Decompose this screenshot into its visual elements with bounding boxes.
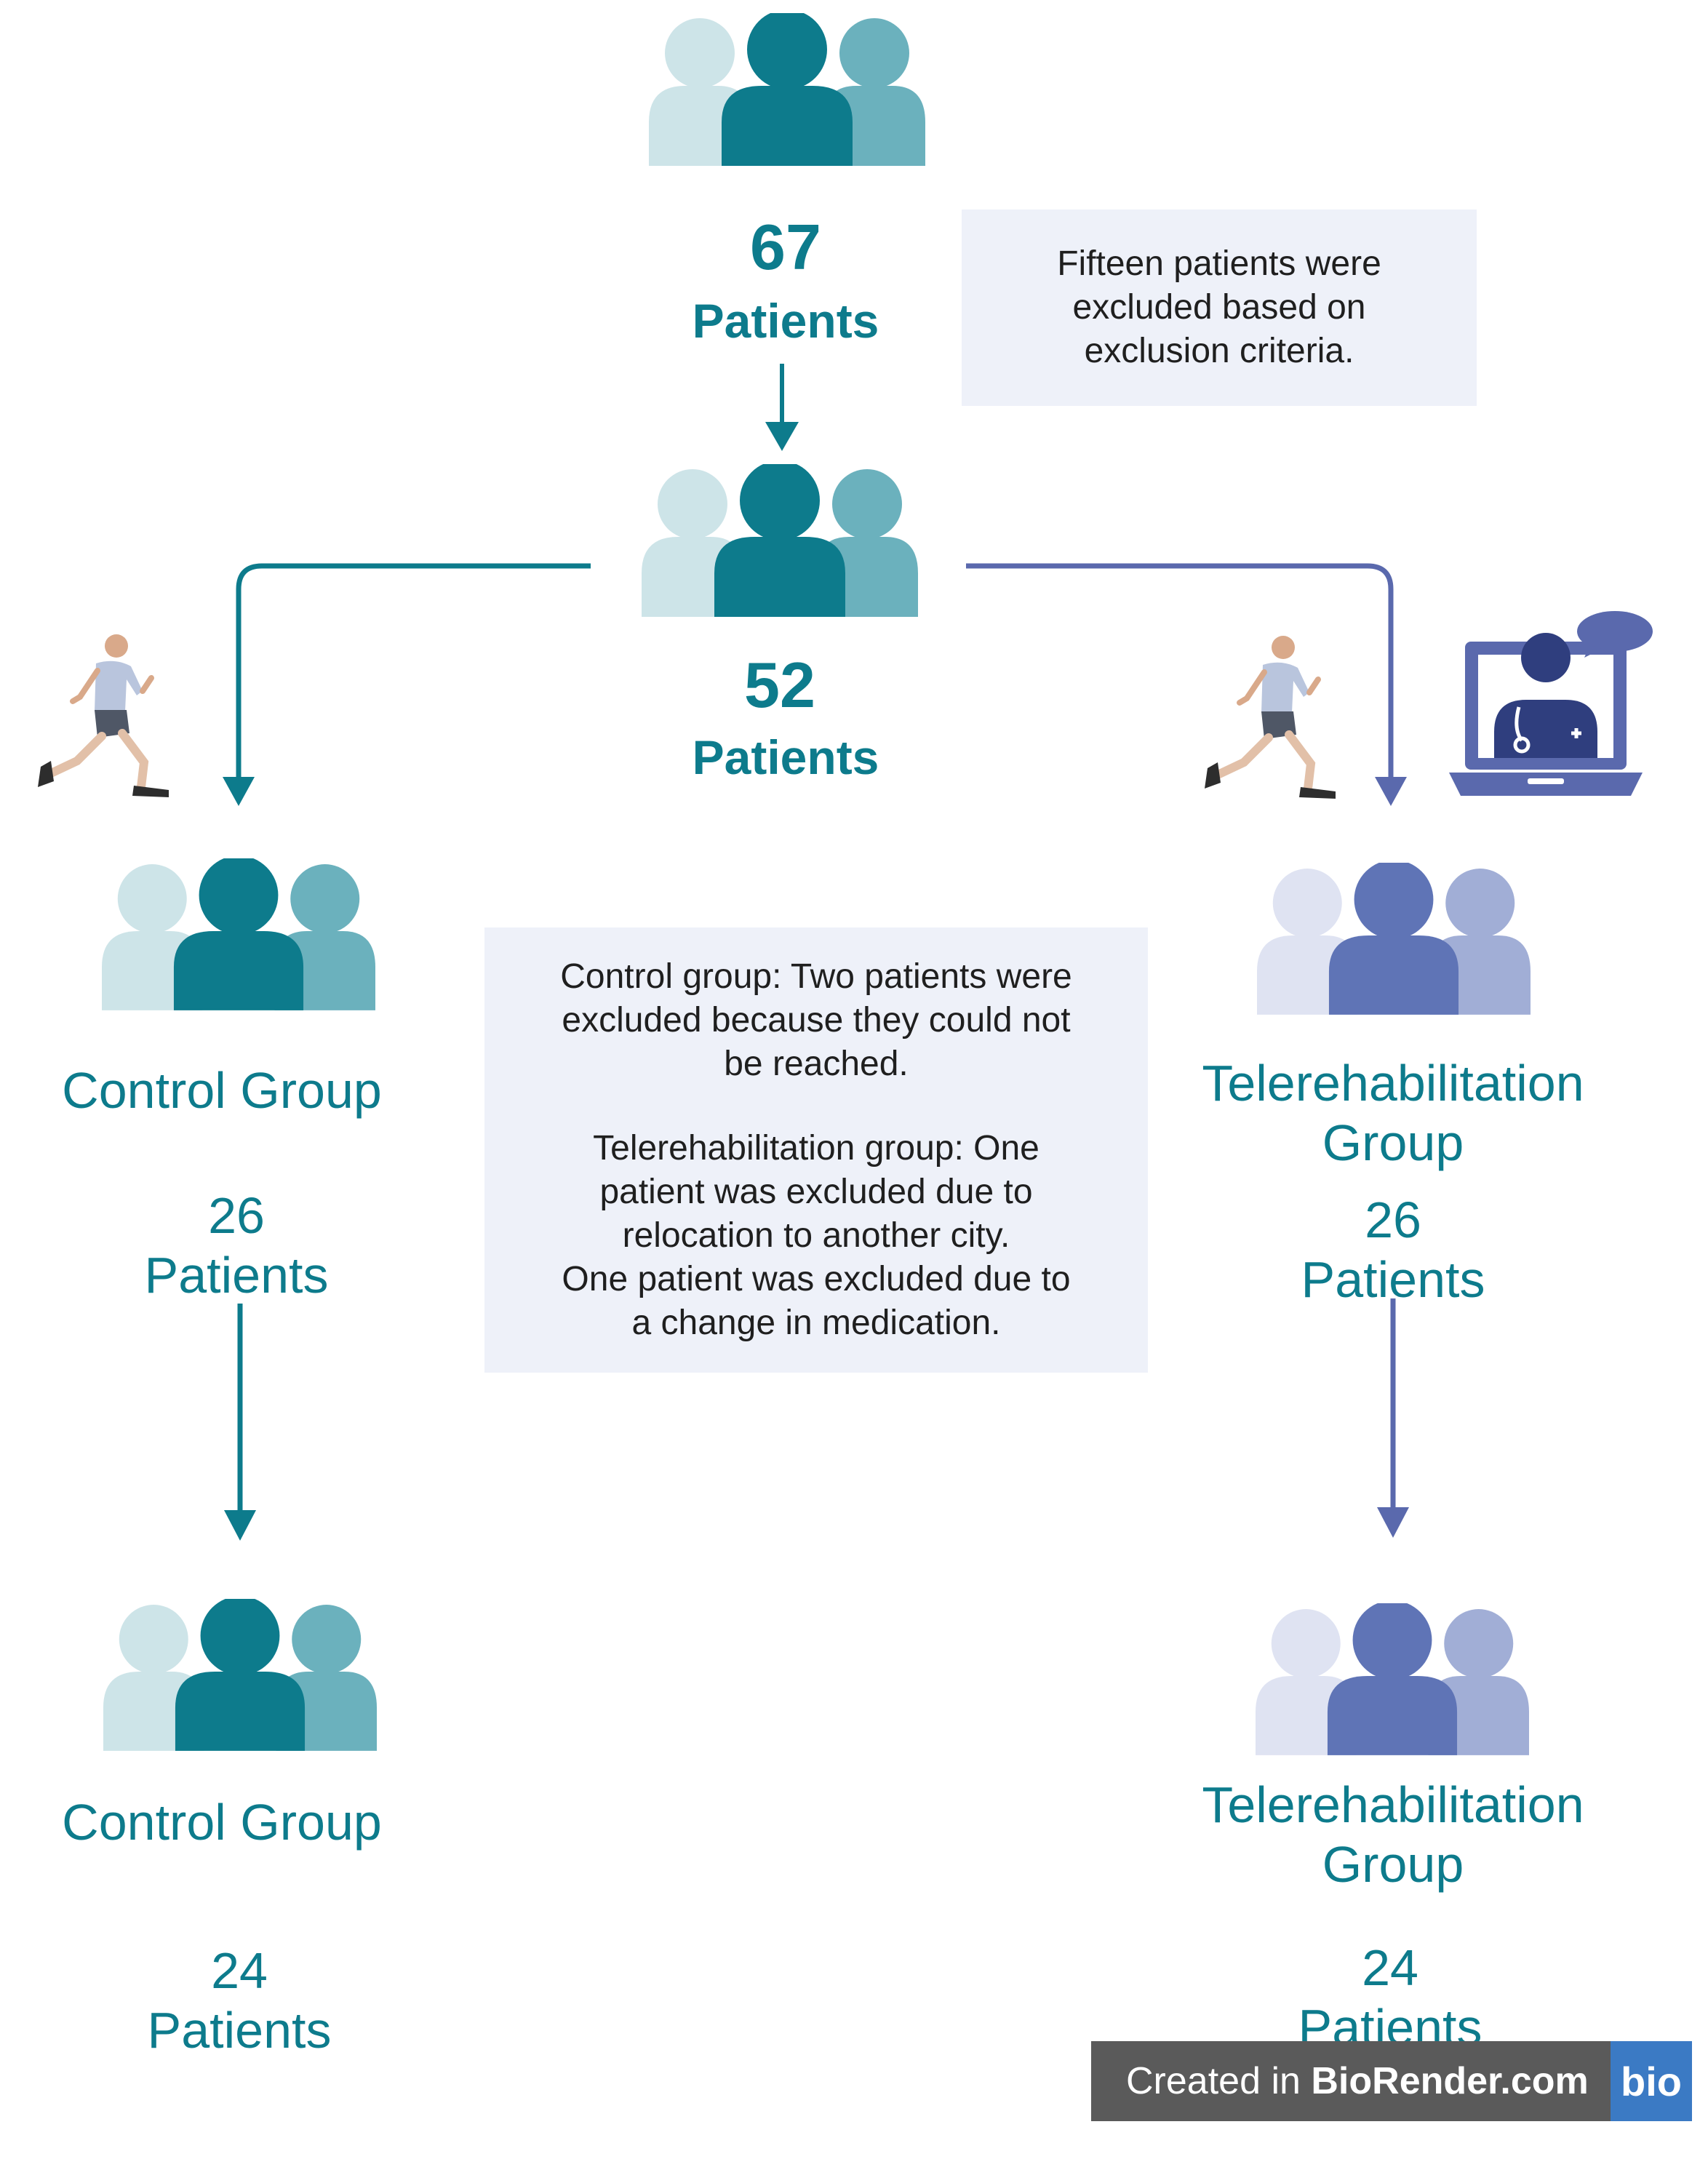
randomized-count: 52 — [744, 649, 815, 721]
arrowhead-top — [765, 422, 799, 451]
people-group-icon — [1256, 1603, 1529, 1756]
control-initial-unit: Patients — [144, 1247, 329, 1304]
control-final-label: Control Group — [62, 1794, 382, 1851]
exclusion-note-line: exclusion criteria. — [1084, 332, 1354, 370]
arrowhead-control-down — [224, 1510, 256, 1541]
laptop-doctor-icon — [1449, 610, 1660, 805]
dropout-note-line: Control group: Two patients were — [560, 957, 1072, 996]
control-final-count: 24 — [211, 1942, 268, 1999]
top-count: 67 — [750, 211, 821, 283]
people-group-icon — [642, 464, 918, 617]
watermark-prefix: Created in — [1126, 2060, 1312, 2102]
arrow-to-control — [236, 563, 591, 778]
tele-group-label-line2: Group — [1322, 1114, 1464, 1171]
dropout-note-spacer — [484, 1086, 1148, 1127]
tele-final-count: 24 — [1362, 1939, 1418, 1996]
dropout-note-line: Telerehabilitation group: One — [593, 1129, 1039, 1168]
dropout-note-line: relocation to another city. — [622, 1216, 1010, 1255]
people-group-icon — [649, 13, 925, 166]
watermark-text: Created in BioRender.com — [1126, 2059, 1589, 2103]
exclusion-note: Fifteen patients were excluded based on … — [962, 209, 1477, 406]
watermark-brand: BioRender.com — [1311, 2060, 1589, 2102]
top-unit: Patients — [692, 294, 879, 348]
randomized-unit: Patients — [692, 730, 879, 784]
tele-group-label-line1: Telerehabilitation — [1202, 1055, 1584, 1112]
biorender-logo: bio — [1611, 2041, 1692, 2121]
control-initial-count: 26 — [208, 1187, 265, 1244]
runner-icon — [35, 631, 170, 803]
dropout-note-line: patient was excluded due to — [599, 1173, 1033, 1211]
tele-final-label-line2: Group — [1322, 1836, 1464, 1893]
arrowhead-tele-down — [1377, 1507, 1409, 1538]
control-final-unit: Patients — [147, 2002, 332, 2059]
biorender-watermark[interactable]: Created in BioRender.com bio — [1091, 2041, 1692, 2121]
control-group-label: Control Group — [62, 1062, 382, 1119]
dropout-note-line: One patient was excluded due to — [562, 1260, 1071, 1298]
people-group-icon — [1257, 863, 1531, 1015]
people-group-icon — [102, 858, 375, 1011]
arrowhead-tele — [1375, 777, 1407, 806]
arrowhead-control — [223, 777, 255, 806]
dropout-note-line: excluded because they could not — [562, 1001, 1071, 1039]
dropout-note-line: be reached. — [724, 1045, 909, 1083]
tele-initial-unit: Patients — [1301, 1251, 1485, 1308]
dropout-note-line: a change in medication. — [631, 1304, 1001, 1342]
runner-icon — [1202, 633, 1337, 805]
people-group-icon — [103, 1599, 377, 1752]
exclusion-note-line: Fifteen patients were — [1057, 244, 1381, 283]
exclusion-note-line: excluded based on — [1072, 288, 1366, 327]
tele-final-label-line1: Telerehabilitation — [1202, 1776, 1584, 1833]
tele-initial-count: 26 — [1365, 1192, 1421, 1248]
dropout-note: Control group: Two patients were exclude… — [484, 927, 1148, 1373]
arrow-to-tele — [966, 563, 1394, 778]
